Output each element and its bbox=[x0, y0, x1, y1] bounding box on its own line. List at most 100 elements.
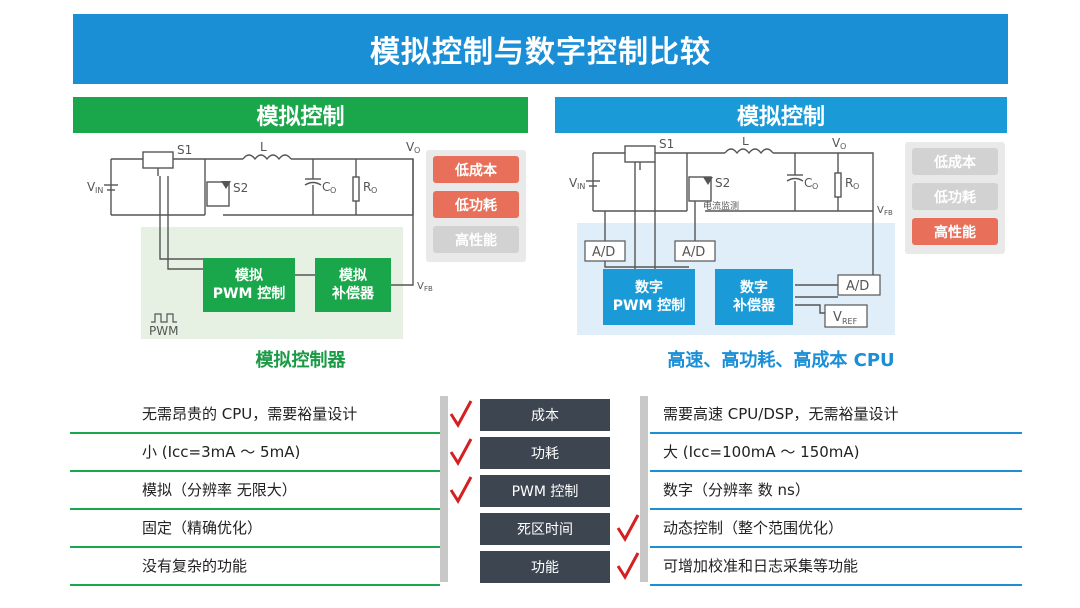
digital-ro-sub: O bbox=[853, 182, 859, 191]
digital-ad-1 bbox=[584, 240, 626, 262]
digital-comp-label-1: 数字 bbox=[740, 279, 768, 296]
comparison-left-text: 没有复杂的功能 bbox=[142, 557, 248, 575]
digital-comp-label-2: 补偿器 bbox=[732, 297, 776, 314]
analog-pwm-signal-label: PWM bbox=[149, 324, 178, 338]
digital-vin-sub: IN bbox=[577, 182, 585, 191]
digital-pwm-label-2: PWM 控制 bbox=[613, 297, 686, 314]
digital-ad-3-label: A/D bbox=[846, 279, 869, 294]
analog-vfb-sub: FB bbox=[424, 285, 433, 293]
digital-vo-label: V bbox=[832, 137, 841, 150]
comparison-right-text: 大 (Icc=100mA ～ 150mA) bbox=[663, 443, 860, 461]
digital-ro-label: R bbox=[845, 176, 853, 190]
comparison-row-power: 小 (Icc=3mA ～ 5mA) 功耗 大 (Icc=100mA ～ 150m… bbox=[70, 434, 1022, 472]
comparison-right-text: 动态控制（整个范围优化） bbox=[663, 519, 844, 537]
digital-vref-sub: REF bbox=[842, 317, 858, 326]
analog-co-sub: O bbox=[330, 186, 336, 195]
row-divider-left bbox=[70, 508, 440, 510]
digital-caption: 高速、高功耗、高成本 CPU bbox=[667, 350, 895, 371]
comparison-left-text: 固定（精确优化） bbox=[142, 519, 263, 537]
digital-ad-2 bbox=[674, 240, 716, 262]
analog-comp-label-1: 模拟 bbox=[339, 267, 367, 284]
checkmark-icon bbox=[449, 438, 473, 466]
row-divider-left bbox=[70, 470, 440, 472]
analog-caption: 模拟控制器 bbox=[255, 350, 346, 371]
analog-vin-label: V bbox=[87, 180, 96, 194]
comparison-right-text: 数字（分辨率 数 ns） bbox=[663, 481, 810, 499]
digital-pwm-block bbox=[603, 269, 695, 325]
digital-ad-1-label: A/D bbox=[592, 245, 615, 260]
digital-s1-label: S1 bbox=[659, 137, 674, 151]
comparison-category: PWM 控制 bbox=[480, 475, 610, 507]
analog-pwm-label-1: 模拟 bbox=[235, 267, 263, 284]
comparison-category: 成本 bbox=[480, 399, 610, 431]
digital-feature-list: 低成本 低功耗 高性能 bbox=[905, 142, 1005, 254]
row-divider-right bbox=[650, 508, 1022, 510]
digital-s2-label: S2 bbox=[715, 176, 730, 190]
row-divider-right bbox=[650, 432, 1022, 434]
analog-vo-sub: O bbox=[414, 146, 420, 155]
digital-ad-2-label: A/D bbox=[682, 245, 705, 260]
digital-compensator-block bbox=[715, 269, 793, 325]
analog-s2-label: S2 bbox=[233, 181, 248, 195]
comparison-row-functions: 没有复杂的功能 功能 可增加校准和日志采集等功能 bbox=[70, 548, 1022, 586]
digital-s2-diode-symbol bbox=[703, 177, 713, 185]
checkmark-icon bbox=[616, 514, 640, 542]
checkmark-icon bbox=[449, 476, 473, 504]
comparison-left-text: 模拟（分辨率 无限大） bbox=[142, 481, 297, 499]
row-divider-left bbox=[70, 584, 440, 586]
digital-vo-sub: O bbox=[840, 142, 846, 151]
digital-vref-box bbox=[824, 304, 868, 328]
digital-vref-label: V bbox=[833, 310, 842, 325]
row-divider-left bbox=[70, 432, 440, 434]
digital-vin-label: V bbox=[569, 176, 578, 190]
digital-feature-low-cost: 低成本 bbox=[912, 148, 998, 175]
analog-compensator-block bbox=[315, 258, 391, 312]
analog-pwm-label-2: PWM 控制 bbox=[213, 285, 286, 302]
analog-ro-sub: O bbox=[371, 186, 377, 195]
analog-vo-label: V bbox=[406, 140, 415, 154]
analog-feature-low-power: 低功耗 bbox=[433, 191, 519, 218]
pwm-waveform-icon bbox=[151, 313, 177, 323]
digital-circuit-diagram: 数字 PWM 控制 数字 补偿器 S1 S2 L V O V IN C O R … bbox=[555, 137, 1007, 357]
comparison-category: 死区时间 bbox=[480, 513, 610, 545]
digital-co-sub: O bbox=[812, 182, 818, 191]
analog-vfb-label: V bbox=[417, 281, 424, 292]
digital-pwm-label-1: 数字 bbox=[635, 279, 663, 296]
comparison-right-text: 需要高速 CPU/DSP，无需裕量设计 bbox=[663, 405, 899, 423]
row-divider-right bbox=[650, 470, 1022, 472]
row-divider-right bbox=[650, 546, 1022, 548]
analog-feature-high-performance: 高性能 bbox=[433, 226, 519, 253]
analog-feature-list: 低成本 低功耗 高性能 bbox=[426, 150, 526, 262]
digital-current-sense-label: 电流监测 bbox=[703, 200, 739, 212]
digital-vfb-sub: FB bbox=[884, 209, 893, 217]
digital-l-label: L bbox=[742, 137, 749, 148]
analog-circuit-svg: 模拟 PWM 控制 模拟 补偿器 S1 S2 L V O V IN C O R … bbox=[87, 140, 433, 339]
analog-panel-header: 模拟控制 bbox=[73, 97, 528, 133]
digital-panel-header: 模拟控制 bbox=[555, 97, 1007, 133]
table-separator-right bbox=[640, 396, 648, 582]
digital-feature-high-performance: 高性能 bbox=[912, 218, 998, 245]
table-separator-left bbox=[440, 396, 448, 582]
analog-ro-label: R bbox=[363, 180, 371, 194]
checkmark-icon bbox=[449, 400, 473, 428]
analog-circuit-diagram: 模拟 PWM 控制 模拟 补偿器 S1 S2 L V O V IN C O R … bbox=[73, 137, 528, 357]
analog-feature-low-cost: 低成本 bbox=[433, 156, 519, 183]
analog-vin-sub: IN bbox=[95, 186, 103, 195]
comparison-row-pwm: 模拟（分辨率 无限大） PWM 控制 数字（分辨率 数 ns） bbox=[70, 472, 1022, 510]
comparison-row-deadtime: 固定（精确优化） 死区时间 动态控制（整个范围优化） bbox=[70, 510, 1022, 548]
comparison-left-text: 无需昂贵的 CPU，需要裕量设计 bbox=[142, 405, 358, 423]
row-divider-right bbox=[650, 584, 1022, 586]
row-divider-left bbox=[70, 546, 440, 548]
comparison-category: 功耗 bbox=[480, 437, 610, 469]
digital-circuit-svg: 数字 PWM 控制 数字 补偿器 S1 S2 L V O V IN C O R … bbox=[569, 137, 895, 335]
analog-comp-label-2: 补偿器 bbox=[331, 285, 375, 302]
digital-ad-3 bbox=[837, 274, 881, 296]
digital-co-label: C bbox=[804, 176, 812, 190]
digital-feature-low-power: 低功耗 bbox=[912, 183, 998, 210]
comparison-category: 功能 bbox=[480, 551, 610, 583]
checkmark-icon bbox=[616, 552, 640, 580]
comparison-table: 无需昂贵的 CPU，需要裕量设计 成本 需要高速 CPU/DSP，无需裕量设计 … bbox=[70, 396, 1022, 586]
page-title: 模拟控制与数字控制比较 bbox=[73, 14, 1008, 84]
analog-co-label: C bbox=[322, 180, 330, 194]
comparison-right-text: 可增加校准和日志采集等功能 bbox=[663, 557, 859, 575]
